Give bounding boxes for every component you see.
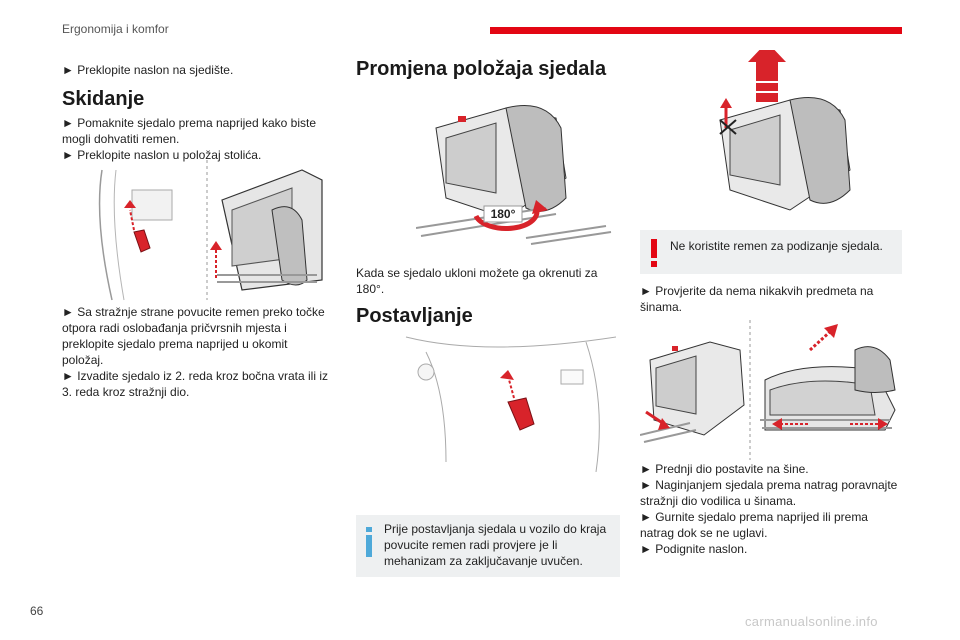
header-section-title: Ergonomija i komfor [62, 22, 169, 36]
info-notice-text: Prije postavljanja sjedala u vozilo do k… [384, 522, 607, 568]
illustration-seat-rails [640, 320, 904, 460]
header-accent-bar [490, 27, 902, 34]
install-step-4: ► Podignite naslon. [640, 542, 748, 556]
info-notice: Prije postavljanja sjedala u vozilo do k… [356, 515, 620, 577]
fold-backrest-text: ► Preklopite naslon na sjedište. [62, 63, 234, 77]
heading-change-position: Promjena položaja sjedala [356, 58, 607, 80]
info-icon [366, 527, 372, 557]
remove-seat-text: ► Izvadite sjedalo iz 2. reda kroz bočna… [62, 369, 328, 399]
heading-removal: Skidanje [62, 88, 145, 110]
illustration-no-lift-strap [690, 50, 870, 220]
check-rails-text: ► Provjerite da nema nikakvih predmeta n… [640, 284, 874, 314]
rotate-180-label: 180° [491, 207, 516, 221]
heading-installation: Postavljanje [356, 305, 473, 327]
removal-step-1: ► Pomaknite sjedalo prema naprijed kako … [62, 116, 317, 146]
warning-notice-text: Ne koristite remen za podizanje sjedala. [670, 239, 883, 253]
illustration-seat-removal [72, 160, 342, 305]
rotate-instruction-text: Kada se sjedalo ukloni možete ga okrenut… [356, 266, 598, 296]
illustration-seat-rotate: 180° [416, 88, 616, 248]
illustration-seat-install [396, 332, 616, 472]
removal-step-2: ► Preklopite naslon u položaj stolića. [62, 148, 262, 162]
install-step-2: ► Naginjanjem sjedala prema natrag porav… [640, 478, 898, 508]
install-step-3: ► Gurnite sjedalo prema naprijed ili pre… [640, 510, 868, 540]
page-number: 66 [30, 604, 44, 618]
watermark: carmanualsonline.info [745, 614, 878, 629]
install-step-1: ► Prednji dio postavite na šine. [640, 462, 809, 476]
warning-notice: Ne koristite remen za podizanje sjedala. [640, 230, 902, 274]
pull-strap-text: ► Sa stražnje strane povucite remen prek… [62, 305, 325, 367]
warning-exclamation-icon [651, 239, 657, 267]
